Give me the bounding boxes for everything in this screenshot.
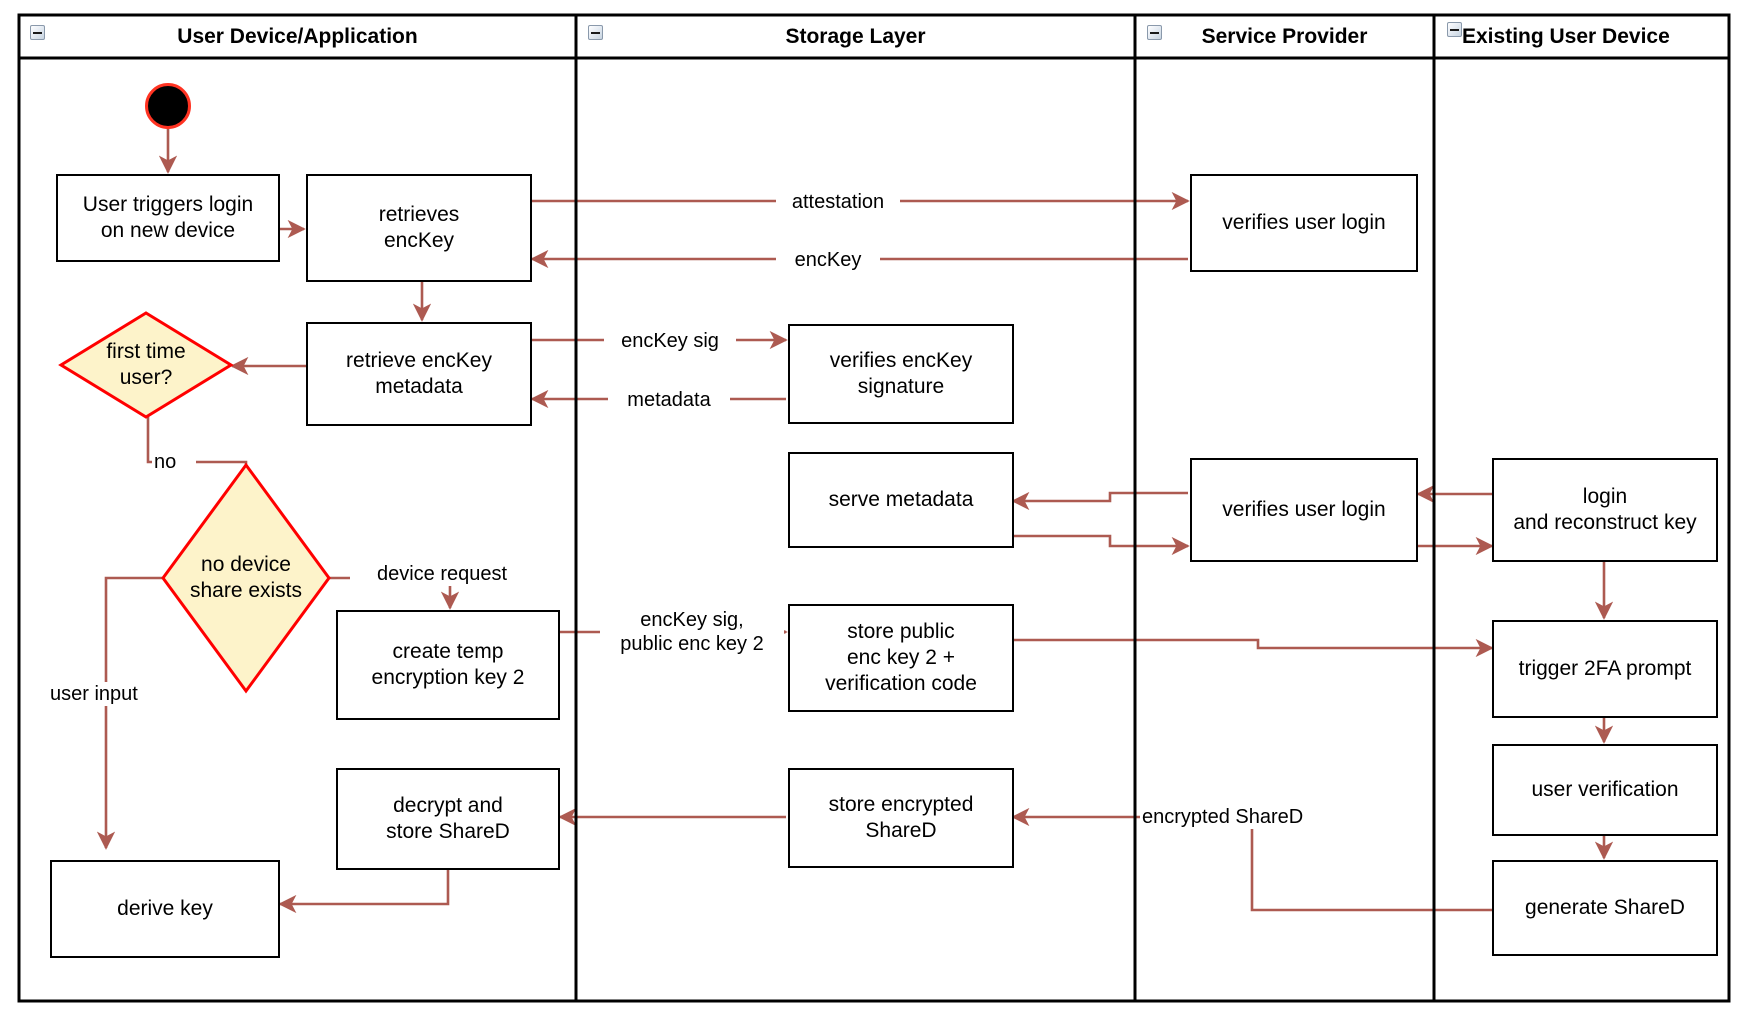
lane-title-existing-device: Existing User Device [1462, 25, 1670, 48]
lane-collapse-icon-existing-device[interactable] [1447, 22, 1462, 37]
edge-label-enckey-sig: encKey sig [604, 329, 736, 353]
node-user-verification[interactable]: user verification [1492, 744, 1718, 836]
node-retrieves-enckey[interactable]: retrieves encKey [306, 174, 532, 282]
edge-label-metadata: metadata [608, 388, 730, 412]
node-generate-shared[interactable]: generate ShareD [1492, 860, 1718, 956]
edge-label-no: no [152, 450, 196, 474]
node-trigger-2fa-prompt[interactable]: trigger 2FA prompt [1492, 620, 1718, 718]
node-login-and-reconstruct-key[interactable]: login and reconstruct key [1492, 458, 1718, 562]
edge-serve-metadata-out [1013, 534, 1190, 556]
edge-label-attestation: attestation [776, 190, 900, 214]
decision-first-time-user-shape [58, 311, 234, 419]
node-store-public-enc-key-2[interactable]: store public enc key 2 + verification co… [788, 604, 1014, 712]
node-retrieve-enckey-metadata[interactable]: retrieve encKey metadata [306, 322, 532, 426]
start-node[interactable] [145, 83, 191, 129]
node-serve-metadata[interactable]: serve metadata [788, 452, 1014, 548]
edge-label-device-request: device request [350, 562, 534, 586]
decision-no-device-share[interactable]: no device share exists [160, 462, 332, 694]
node-store-encrypted-shared[interactable]: store encrypted ShareD [788, 768, 1014, 868]
lane-title-storage: Storage Layer [785, 25, 926, 48]
decision-first-time-user[interactable]: first time user? [58, 310, 234, 420]
lane-collapse-icon-storage[interactable] [588, 25, 603, 40]
lane-collapse-icon-user-device[interactable] [30, 25, 45, 40]
decision-no-device-share-shape [161, 462, 331, 694]
edge-encrypted-shared [1011, 807, 1492, 912]
lane-title-user-device: User Device/Application [177, 25, 418, 48]
lane-outer-border [17, 13, 1731, 1003]
node-verifies-user-login-2[interactable]: verifies user login [1190, 458, 1418, 562]
lane-title-service-provider: Service Provider [1201, 25, 1368, 48]
node-create-temp-encryption-key-2[interactable]: create temp encryption key 2 [336, 610, 560, 720]
edge-label-enckey-sig-public-key: encKey sig, public enc key 2 [600, 608, 784, 656]
edge-serve-metadata-in [1011, 491, 1188, 511]
node-derive-key[interactable]: derive key [50, 860, 280, 958]
edge-label-user-input: user input [48, 682, 172, 706]
edge-label-encrypted-shared: encrypted ShareD [1140, 805, 1334, 829]
node-verifies-enckey-signature[interactable]: verifies encKey signature [788, 324, 1014, 424]
node-verifies-user-login-1[interactable]: verifies user login [1190, 174, 1418, 272]
node-decrypt-and-store-shared[interactable]: decrypt and store ShareD [336, 768, 560, 870]
node-user-triggers-login[interactable]: User triggers login on new device [56, 174, 280, 262]
edge-user-input [96, 576, 162, 850]
lane-collapse-icon-service-provider[interactable] [1147, 25, 1162, 40]
edge-label-enckey: encKey [776, 248, 880, 272]
